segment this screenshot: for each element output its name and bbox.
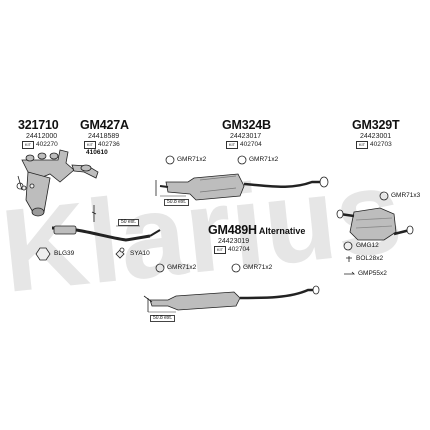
kit-icon: KIT xyxy=(226,141,238,149)
dimension-lines xyxy=(116,195,186,313)
part-code-gm329t: 24423001 xyxy=(360,133,392,140)
alternative-silencer-part xyxy=(143,285,320,312)
part-code-gm324b: 24423017 xyxy=(230,133,262,140)
part-code-321710: 24412000 xyxy=(26,133,58,140)
kit-icon: KIT xyxy=(214,246,226,254)
alternative-part-title: GM489H Alternative xyxy=(208,224,305,237)
part-number-321710: 321710 xyxy=(18,118,59,132)
kit-icon: KIT xyxy=(22,141,34,149)
fitting-gmp55: GMP55x2 xyxy=(358,270,387,277)
fitting-gmg12: GMG12 xyxy=(356,242,379,249)
fitting-blg39: BLG39 xyxy=(54,250,75,257)
fitting-gmr-mid-2: GMR71x2 xyxy=(243,264,273,271)
part-number-gm427a: GM427A xyxy=(80,118,129,132)
kit-icon: KIT xyxy=(84,141,96,149)
dimension-label-2: 50.8 ext. xyxy=(164,199,190,206)
part-number-gm329t: GM329T xyxy=(352,118,400,132)
dimension-label-1: 50 ext. xyxy=(118,219,140,226)
front-pipe-part xyxy=(51,164,161,242)
dimension-label-3: 50.8 ext. xyxy=(150,315,176,322)
kit-icon: KIT xyxy=(356,141,368,149)
clamp-icons xyxy=(155,155,389,273)
part-number-gm324b: GM324B xyxy=(222,118,271,132)
gasket-icons xyxy=(21,183,355,275)
fitting-bol28: BOL28x2 xyxy=(356,255,384,262)
fitting-sya10: SYA10 xyxy=(130,250,150,257)
fitting-gmr-mid-1: GMR71x2 xyxy=(167,264,197,271)
center-silencer-part xyxy=(155,173,329,201)
fitting-gmr-top-1: GMR71x2 xyxy=(177,156,207,163)
part-code-gm427a: 24418589 xyxy=(88,133,120,140)
fitting-gmr-rear: GMR71x3 xyxy=(391,192,421,199)
part-code-gm489h: 24423019 xyxy=(218,238,250,245)
fitting-gmr-top-2: GMR71x2 xyxy=(249,156,279,163)
part-number-gm489h: GM489H xyxy=(208,223,257,237)
rear-silencer-part xyxy=(336,207,414,241)
alternative-tag: Alternative xyxy=(258,226,306,236)
manifold-catalyst-part xyxy=(16,149,75,217)
fitting-410610: 410610 xyxy=(86,149,108,156)
